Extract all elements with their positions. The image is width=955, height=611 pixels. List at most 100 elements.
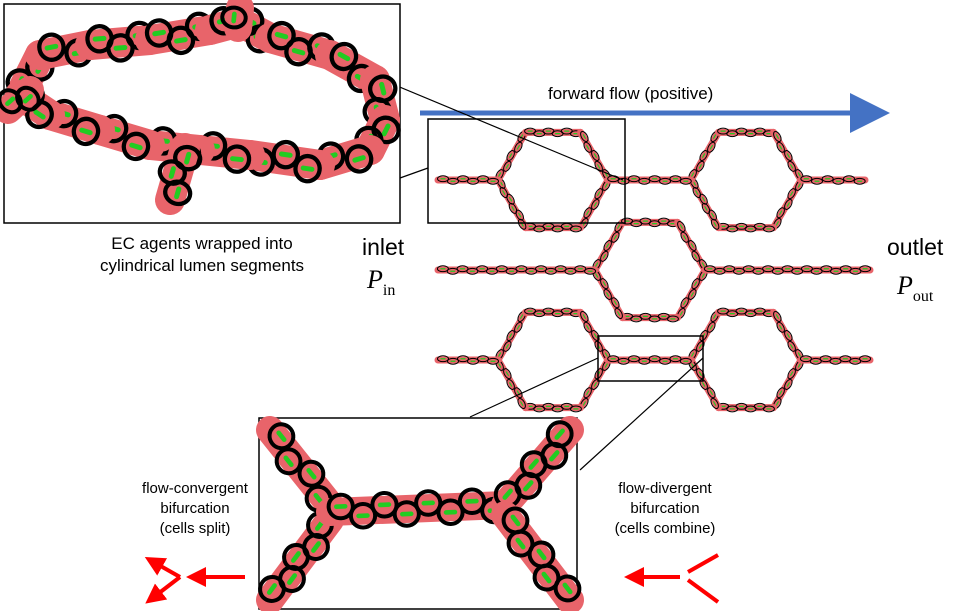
cell-polarity-marker xyxy=(505,164,509,169)
cell-polarity-marker xyxy=(33,109,46,120)
divergent-line1: flow-divergent xyxy=(618,480,712,497)
connector-line xyxy=(399,167,429,179)
outlet-label: outlet xyxy=(887,234,944,260)
cell-polarity-marker xyxy=(775,401,779,406)
endothelial-cell xyxy=(691,278,700,290)
cell-polarity-marker xyxy=(704,206,708,211)
endothelial-cell xyxy=(506,150,515,162)
connector-line xyxy=(579,357,704,471)
cell-polarity-marker xyxy=(701,196,706,202)
cell-polarity-marker xyxy=(174,186,182,200)
endothelial-cell xyxy=(659,357,672,365)
convergent-line3: (cells split) xyxy=(159,520,231,537)
vessel-segment xyxy=(577,308,612,364)
cell-polarity-marker xyxy=(690,243,694,248)
cell-polarity-marker xyxy=(505,371,509,376)
endothelial-cell xyxy=(436,498,465,526)
cell-polarity-marker xyxy=(586,324,590,330)
endothelial-cell xyxy=(787,160,796,172)
cell-polarity-marker xyxy=(604,352,608,357)
endothelial-cell xyxy=(274,447,303,476)
endothelial-cell xyxy=(688,240,697,252)
endothelial-cell xyxy=(603,288,612,300)
cell-polarity-marker xyxy=(683,234,687,240)
endothelial-cell xyxy=(506,330,515,342)
endothelial-cell xyxy=(121,131,151,162)
cell-polarity-marker xyxy=(695,190,699,195)
endothelial-cell xyxy=(71,116,101,147)
cell-polarity-marker xyxy=(509,333,513,338)
inlet-pressure-symbol: P xyxy=(367,265,383,294)
cell-polarity-marker xyxy=(698,371,702,376)
cell-polarity-marker xyxy=(379,81,387,96)
vessel-segment xyxy=(591,266,626,322)
cell-polarity-marker xyxy=(291,47,306,56)
cell-polarity-marker xyxy=(797,352,801,357)
cell-polarity-marker xyxy=(597,191,601,196)
cell-polarity-marker xyxy=(502,488,513,500)
cell-polarity-marker xyxy=(595,262,599,267)
outlet-pressure-symbol: P xyxy=(897,271,913,300)
cell-polarity-marker xyxy=(679,224,683,229)
cell-polarity-marker xyxy=(352,155,366,163)
cell-polarity-marker xyxy=(586,144,590,150)
cell-polarity-marker xyxy=(617,224,621,229)
endothelial-cell xyxy=(580,311,589,322)
cell-polarity-marker xyxy=(713,401,717,406)
inset-top-caption-line2: cylindrical lumen segments xyxy=(99,256,305,275)
cell-polarity-marker xyxy=(702,382,706,387)
connector-line xyxy=(469,357,599,418)
endothelial-cell xyxy=(326,492,355,521)
cell-polarity-marker xyxy=(523,480,534,492)
endothelial-cell xyxy=(514,141,523,153)
endothelial-cell xyxy=(787,368,796,380)
cell-polarity-marker xyxy=(276,430,287,442)
endothelial-cell xyxy=(669,355,682,363)
endothelial-cell xyxy=(594,188,603,200)
convergent-bifurcation-arrows xyxy=(144,557,245,604)
endothelial-cell xyxy=(594,368,603,380)
endothelial-cell xyxy=(776,321,785,333)
forward-flow-label: forward flow (positive) xyxy=(548,84,714,103)
endothelial-cell xyxy=(787,188,796,200)
endothelial-cell xyxy=(699,330,708,342)
cell-polarity-marker xyxy=(509,153,513,158)
endothelial-cell xyxy=(710,398,719,409)
vessel-segment xyxy=(591,218,626,274)
convergent-line1: flow-convergent xyxy=(142,480,248,497)
cell-polarity-marker xyxy=(5,96,16,107)
endothelial-cell xyxy=(843,175,855,183)
endothelial-cell xyxy=(679,177,692,185)
endothelial-cell xyxy=(784,330,793,342)
endothelial-cell xyxy=(679,357,692,365)
cell-polarity-marker xyxy=(711,212,715,218)
cell-polarity-marker xyxy=(287,573,298,585)
endothelial-cell xyxy=(506,378,515,390)
cell-polarity-marker xyxy=(498,363,502,368)
endothelial-cell xyxy=(614,308,623,319)
endothelial-cell xyxy=(617,177,630,185)
cell-polarity-marker xyxy=(694,281,698,286)
endothelial-cell xyxy=(784,150,793,162)
cell-polarity-marker xyxy=(604,183,608,188)
endothelial-cell xyxy=(503,340,512,352)
vessel-network xyxy=(434,127,874,413)
cell-polarity-marker xyxy=(606,292,610,297)
cell-polarity-marker xyxy=(709,390,713,396)
cell-polarity-marker xyxy=(586,390,590,396)
endothelial-cell xyxy=(580,131,589,142)
endothelial-cell xyxy=(514,387,523,399)
connector-line xyxy=(377,77,624,181)
endothelial-cell xyxy=(0,88,23,115)
endothelial-cell xyxy=(691,250,700,262)
endothelial-cell xyxy=(680,297,689,309)
endothelial-cell xyxy=(696,160,705,172)
cell-polarity-marker xyxy=(520,314,524,319)
endothelial-cell xyxy=(707,141,716,153)
cell-polarity-marker xyxy=(231,11,237,24)
vessel-segment xyxy=(674,266,709,322)
endothelial-cell xyxy=(832,177,845,185)
cell-polarity-marker xyxy=(536,548,547,561)
cell-polarity-marker xyxy=(790,344,794,349)
vessel-segment xyxy=(687,356,722,412)
